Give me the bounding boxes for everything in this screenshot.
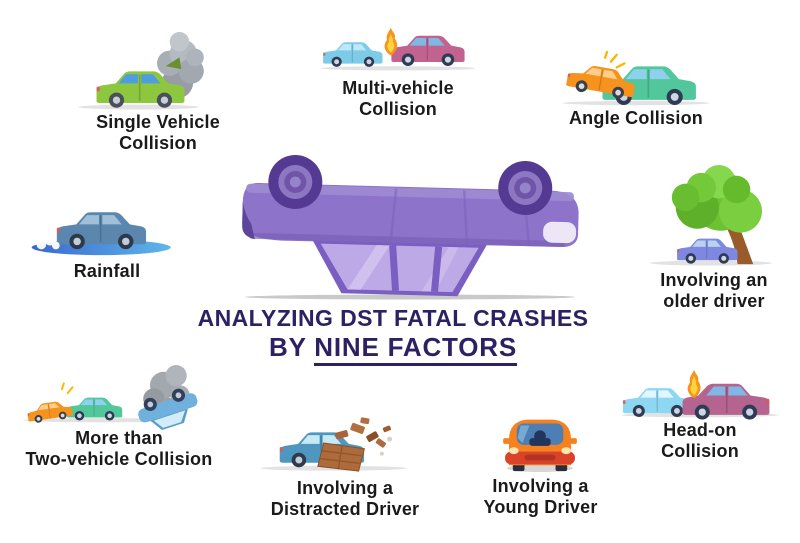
label-line: Head-on [663, 420, 737, 440]
impact-sparks [603, 50, 626, 69]
factor-involving-older-driver: Involving an older driver [633, 165, 795, 312]
label-line: Single Vehicle [96, 112, 220, 132]
title-line2: BY NINE FACTORS [150, 332, 636, 367]
left-wheel [268, 154, 323, 209]
factor-label: Involving a Distracted Driver [243, 478, 447, 520]
factor-label: Angle Collision [552, 108, 720, 129]
smoking-car-icon [78, 32, 204, 110]
factor-angle-collision: Angle Collision [552, 50, 720, 129]
overturned-car [138, 388, 198, 430]
factor-head-on-collision: Head-on Collision [610, 366, 790, 462]
label-line: Collision [661, 440, 739, 461]
center-illustration [226, 144, 593, 302]
factor-label: Rainfall [22, 261, 192, 282]
right-wheel [498, 161, 553, 216]
pileup-overturned-car-icon [23, 365, 198, 430]
factor-involving-young-driver: Involving a Young Driver [468, 408, 613, 518]
factor-label: Multi-vehicle Collision [303, 78, 493, 120]
title-line2-underlined: NINE FACTORS [314, 332, 517, 367]
tree [671, 165, 763, 265]
label-line: Collision [359, 98, 437, 119]
label-line: older driver [663, 290, 765, 311]
young-driver-car-front-icon [503, 419, 577, 473]
factor-label: More than Two-vehicle Collision [10, 428, 228, 470]
rear-end-crash-fire-icon [320, 27, 476, 71]
title-line2-prefix: BY [269, 332, 315, 363]
label-line: More than [75, 428, 163, 448]
impact-sparks [60, 382, 74, 395]
head-on-crash-fire-icon [621, 369, 779, 421]
factor-involving-distracted-driver: Involving a Distracted Driver [243, 410, 447, 520]
open-hood [165, 57, 182, 70]
label-line: Collision [119, 132, 197, 153]
label-line: Involving a [492, 476, 589, 496]
flying-bricks [335, 417, 393, 456]
factor-label: Involving a Young Driver [468, 476, 613, 518]
label-line: Multi-vehicle [342, 78, 454, 98]
car-front-view [503, 419, 577, 472]
angle-crash-icon [562, 50, 710, 106]
label-line: Rainfall [73, 261, 141, 281]
label-line: Young Driver [483, 496, 598, 517]
brick-wall [317, 442, 366, 472]
car-into-tree-icon [650, 165, 772, 266]
factor-label: Involving an older driver [633, 270, 795, 312]
title-block: ANALYZING DST FATAL CRASHES BY NINE FACT… [150, 305, 636, 367]
factor-rainfall: Rainfall [22, 203, 192, 282]
label-line: Distracted Driver [270, 498, 420, 519]
label-line: Involving an [660, 270, 768, 290]
label-line: Angle Collision [568, 108, 703, 128]
factor-label: Head-on Collision [610, 420, 790, 462]
label-line: Involving a [296, 478, 394, 498]
title-line1: ANALYZING DST FATAL CRASHES [197, 305, 589, 331]
factor-single-vehicle-collision: Single Vehicle Collision [58, 32, 258, 154]
car-through-brick-wall-icon [260, 417, 407, 472]
factor-label: Single Vehicle Collision [58, 112, 258, 154]
overturned-car-icon [242, 154, 579, 300]
label-line: Two-vehicle Collision [25, 448, 213, 469]
factor-more-than-two-vehicle-collision: More than Two-vehicle Collision [10, 365, 228, 470]
overturned-car-body [242, 154, 579, 297]
car-on-wet-road-icon [31, 211, 171, 256]
water-spray [36, 233, 60, 250]
factor-multi-vehicle-collision: Multi-vehicle Collision [303, 22, 493, 120]
